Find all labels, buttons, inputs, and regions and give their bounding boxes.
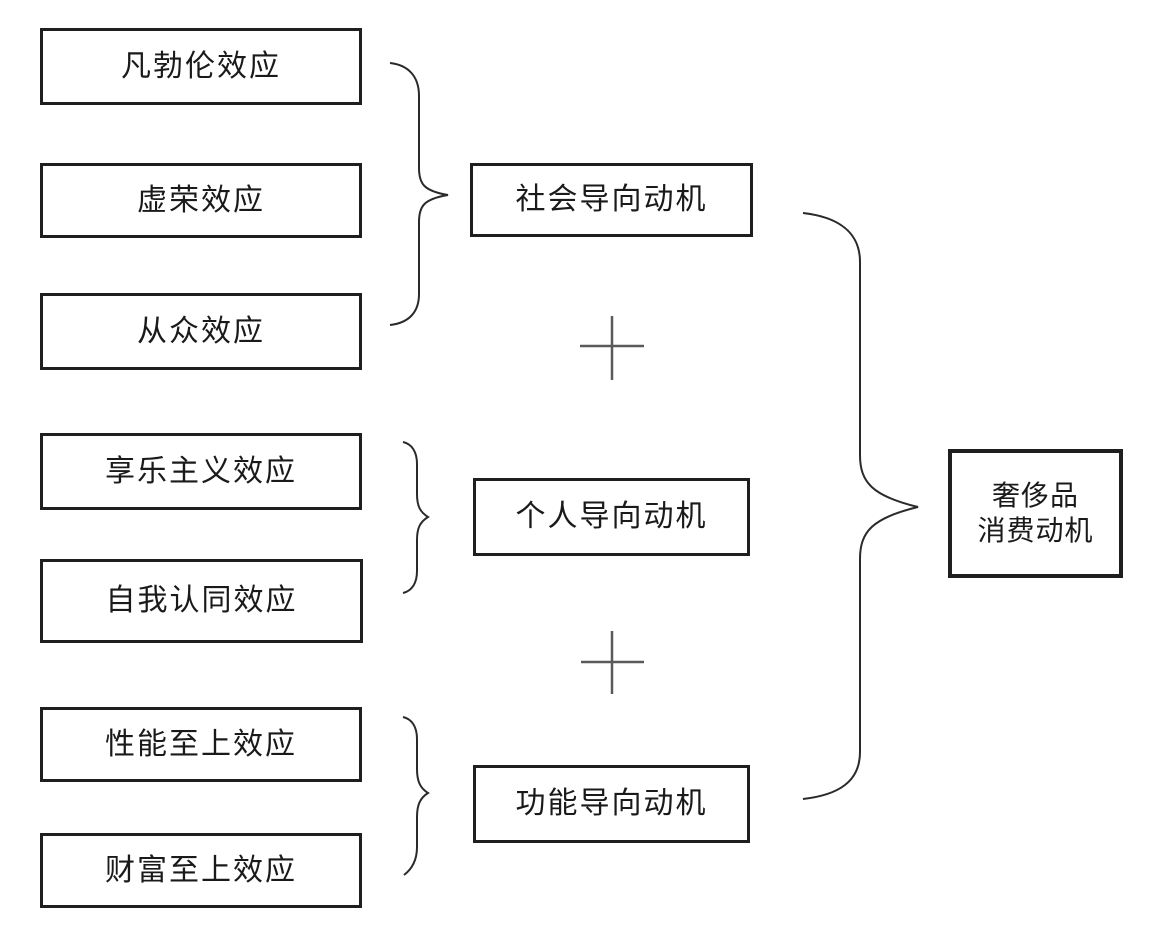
result-line-2: 消费动机: [977, 515, 1094, 547]
personal-motivation-label: 个人导向动机: [515, 500, 708, 534]
personal-motivation-box: 个人导向动机: [473, 478, 750, 556]
veblen-effect-label: 凡勃伦效应: [121, 49, 281, 83]
social-motivation-box: 社会导向动机: [470, 163, 753, 237]
wealth-first-effect-label: 财富至上效应: [105, 853, 297, 887]
functional-motivation-box: 功能导向动机: [473, 765, 750, 843]
functional-motivation-label: 功能导向动机: [515, 787, 708, 821]
luxury-consumption-motivation-label: 奢侈品 消费动机: [977, 479, 1093, 549]
result-line-1: 奢侈品: [991, 480, 1079, 512]
hedonism-effect-label: 享乐主义效应: [105, 454, 297, 488]
performance-first-effect-box: 性能至上效应: [40, 707, 362, 782]
vanity-effect-label: 虚荣效应: [137, 183, 265, 217]
vanity-effect-box: 虚荣效应: [40, 163, 362, 238]
plus-icon: [581, 631, 644, 694]
self-identity-effect-label: 自我认同效应: [105, 584, 298, 618]
brace-personal-effects: [402, 441, 430, 594]
social-motivation-label: 社会导向动机: [515, 183, 708, 217]
wealth-first-effect-box: 财富至上效应: [40, 833, 362, 908]
bandwagon-effect-box: 从众效应: [40, 293, 362, 370]
plus-icon: [580, 316, 644, 380]
bandwagon-effect-label: 从众效应: [137, 314, 265, 348]
hedonism-effect-box: 享乐主义效应: [40, 433, 362, 510]
brace-functional-effects: [402, 716, 430, 876]
veblen-effect-box: 凡勃伦效应: [40, 28, 362, 105]
brace-motivations: [802, 212, 919, 800]
brace-social-effects: [389, 62, 449, 326]
performance-first-effect-label: 性能至上效应: [105, 727, 297, 761]
luxury-consumption-motivation-box: 奢侈品 消费动机: [948, 449, 1123, 578]
self-identity-effect-box: 自我认同效应: [40, 559, 363, 643]
